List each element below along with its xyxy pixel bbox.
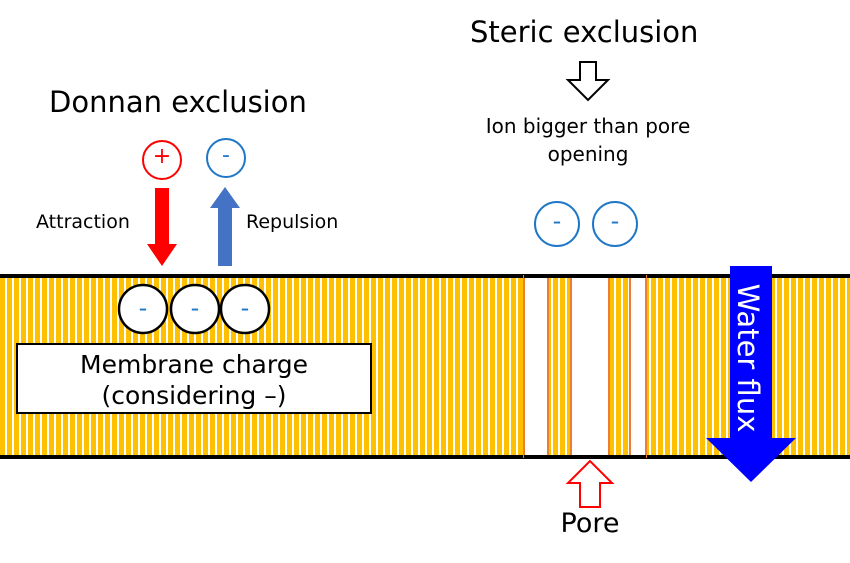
membrane-fixed-charge <box>169 283 221 335</box>
repulsion-arrow-icon <box>210 187 240 266</box>
fixed-charge-symbol: - <box>138 294 148 322</box>
anion-icon <box>206 138 246 178</box>
steric-note-line2: opening <box>547 142 629 166</box>
membrane-charge-box: Membrane charge (considering –) <box>16 343 372 414</box>
water-flux-arrow-icon <box>706 266 796 482</box>
membrane-fixed-charge <box>219 283 271 335</box>
steric-ion-symbol: - <box>552 207 562 235</box>
cation-symbol: + <box>152 144 172 169</box>
attraction-label: Attraction <box>36 211 130 233</box>
pore-channel <box>629 275 647 458</box>
fixed-charge-symbol: - <box>240 294 250 322</box>
membrane-fixed-charge <box>117 283 169 335</box>
steric-ion-symbol: - <box>610 207 620 235</box>
pore-label: Pore <box>560 508 620 539</box>
cation-icon <box>142 140 182 180</box>
donnan-title: Donnan exclusion <box>49 85 307 119</box>
down-arrow-outline-icon <box>565 61 611 102</box>
steric-note-line1: Ion bigger than pore <box>485 114 691 138</box>
repulsion-label: Repulsion <box>246 211 339 233</box>
pore-channel <box>523 275 549 458</box>
pore-arrow-icon <box>565 459 615 508</box>
water-flux-label: Water flux <box>731 283 765 433</box>
pore-channel <box>570 275 610 458</box>
attraction-arrow-icon <box>147 188 177 266</box>
membrane-charge-note: (considering –) <box>101 381 287 410</box>
fixed-charge-symbol: - <box>190 294 200 322</box>
membrane-charge-label: Membrane charge <box>80 350 308 379</box>
steric-title: Steric exclusion <box>470 15 699 49</box>
anion-symbol: - <box>222 143 230 168</box>
steric-anion-icon <box>534 201 580 247</box>
steric-anion-icon <box>592 201 638 247</box>
